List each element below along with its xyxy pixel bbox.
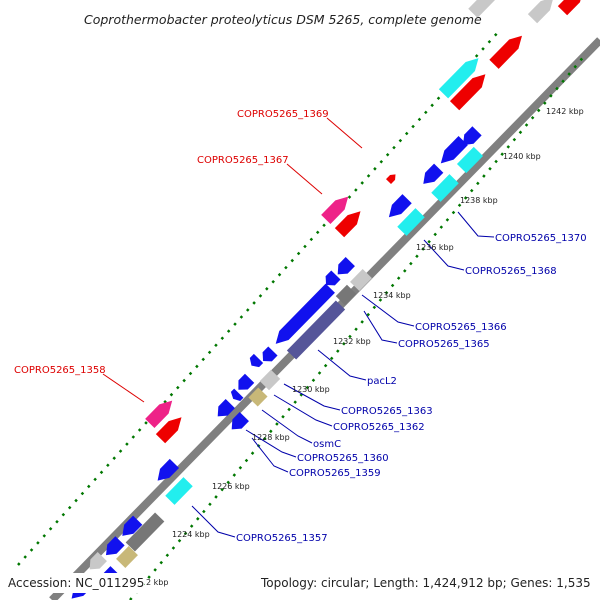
reverse-gene-arrow[interactable] bbox=[248, 387, 268, 407]
gene-label-copro5265-1358[interactable]: COPRO5265_1358 bbox=[14, 365, 106, 376]
gene-label-copro5265-1368[interactable]: COPRO5265_1368 bbox=[465, 266, 557, 277]
label-leader-line bbox=[326, 117, 363, 149]
kbp-tick-label: 1236 kbp bbox=[416, 243, 454, 252]
reverse-gene-arrow[interactable] bbox=[468, 0, 496, 18]
footer-backdrop-right bbox=[256, 573, 596, 593]
gene-label-copro5265-1366[interactable]: COPRO5265_1366 bbox=[415, 322, 507, 333]
label-leader-line bbox=[361, 294, 415, 327]
reverse-gene-arrow[interactable] bbox=[125, 512, 165, 552]
reverse-gene-arrow[interactable] bbox=[259, 369, 281, 391]
reverse-gene-arrow[interactable] bbox=[325, 270, 341, 286]
reverse-gene-arrow[interactable] bbox=[350, 269, 372, 291]
label-leader-line bbox=[191, 505, 236, 538]
reverse-gene-arrow[interactable] bbox=[230, 388, 244, 402]
forward-gene-arrow[interactable] bbox=[386, 174, 396, 185]
reverse-gene-arrow[interactable] bbox=[165, 477, 193, 505]
kbp-tick-label: 2 kbp bbox=[146, 578, 168, 587]
reverse-gene-arrow[interactable] bbox=[440, 136, 468, 164]
gene-label-copro5265-1369[interactable]: COPRO5265_1369 bbox=[237, 109, 329, 120]
kbp-tick-label: 1238 kbp bbox=[460, 196, 498, 205]
label-leader-line bbox=[273, 394, 333, 427]
reverse-gene-arrow[interactable] bbox=[275, 283, 335, 344]
reverse-gene-arrow[interactable] bbox=[456, 146, 484, 174]
reverse-gene-arrow[interactable] bbox=[157, 458, 180, 481]
forward-gene-arrow[interactable] bbox=[155, 417, 182, 444]
label-leader-line bbox=[261, 409, 313, 444]
kbp-tick-label: 1234 kbp bbox=[373, 291, 411, 300]
label-leader-line bbox=[245, 429, 297, 458]
reverse-gene-arrow[interactable] bbox=[286, 300, 346, 360]
gene-label-pacl2[interactable]: pacL2 bbox=[367, 376, 397, 387]
label-leader-line bbox=[283, 383, 341, 411]
forward-gene-arrow[interactable] bbox=[489, 35, 522, 69]
inner-dotted-track bbox=[129, 54, 586, 600]
reverse-gene-arrow[interactable] bbox=[262, 346, 278, 362]
outer-dotted-track bbox=[17, 29, 501, 566]
gene-label-copro5265-1367[interactable]: COPRO5265_1367 bbox=[197, 155, 289, 166]
forward-gene-arrow[interactable] bbox=[557, 0, 584, 16]
reverse-gene-arrow[interactable] bbox=[335, 284, 357, 306]
forward-gene-arrow[interactable] bbox=[321, 196, 349, 224]
label-leader-line bbox=[102, 373, 145, 403]
reverse-gene-arrow[interactable] bbox=[238, 373, 255, 390]
label-leader-line bbox=[457, 211, 495, 238]
gene-label-copro5265-1362[interactable]: COPRO5265_1362 bbox=[333, 422, 425, 433]
label-leader-line bbox=[317, 349, 367, 381]
forward-gene-arrow[interactable] bbox=[449, 74, 486, 111]
kbp-tick-label: 1240 kbp bbox=[503, 152, 541, 161]
reverse-gene-arrow[interactable] bbox=[423, 163, 444, 184]
reverse-gene-arrow[interactable] bbox=[397, 208, 425, 236]
reverse-gene-arrow[interactable] bbox=[431, 174, 459, 202]
reverse-gene-arrow[interactable] bbox=[249, 353, 264, 368]
kbp-tick-label: 1226 kbp bbox=[212, 482, 250, 491]
kbp-tick-label: 1242 kbp bbox=[546, 107, 584, 116]
forward-gene-arrow[interactable] bbox=[145, 400, 173, 428]
reverse-gene-arrow[interactable] bbox=[388, 194, 412, 218]
reverse-gene-arrow[interactable] bbox=[116, 546, 138, 568]
label-leader-line bbox=[251, 437, 289, 473]
kbp-tick-label: 1224 kbp bbox=[172, 530, 210, 539]
label-leader-line bbox=[363, 310, 398, 344]
kbp-tick-label: 1230 kbp bbox=[292, 385, 330, 394]
reverse-gene-arrow[interactable] bbox=[122, 515, 143, 536]
reverse-gene-arrow[interactable] bbox=[231, 412, 249, 430]
gene-label-copro5265-1370[interactable]: COPRO5265_1370 bbox=[495, 233, 587, 244]
forward-gene-arrow[interactable] bbox=[527, 0, 554, 24]
forward-gene-arrow[interactable] bbox=[334, 211, 361, 238]
label-leader-line bbox=[423, 239, 465, 271]
kbp-tick-label: 1232 kbp bbox=[333, 337, 371, 346]
reverse-gene-arrow[interactable] bbox=[89, 552, 107, 570]
genome-summary-text: Topology: circular; Length: 1,424,912 bp… bbox=[260, 576, 591, 590]
accession-text: Accession: NC_011295 bbox=[8, 576, 144, 590]
map-title: Coprothermobacter proteolyticus DSM 5265… bbox=[84, 12, 482, 27]
gene-label-copro5265-1363[interactable]: COPRO5265_1363 bbox=[341, 406, 433, 417]
forward-gene-arrow[interactable] bbox=[438, 58, 479, 99]
gene-label-copro5265-1365[interactable]: COPRO5265_1365 bbox=[398, 339, 490, 350]
kbp-tick-label: 1228 kbp bbox=[252, 433, 290, 442]
gene-label-copro5265-1360[interactable]: COPRO5265_1360 bbox=[297, 453, 389, 464]
gene-label-copro5265-1359[interactable]: COPRO5265_1359 bbox=[289, 468, 381, 479]
gene-label-osmc[interactable]: osmC bbox=[313, 439, 341, 450]
reverse-gene-arrow[interactable] bbox=[463, 126, 482, 146]
label-leader-line bbox=[286, 163, 323, 195]
gene-label-copro5265-1357[interactable]: COPRO5265_1357 bbox=[236, 533, 328, 544]
reverse-gene-arrow[interactable] bbox=[106, 536, 125, 556]
reverse-gene-arrow[interactable] bbox=[217, 399, 235, 417]
reverse-gene-arrow[interactable] bbox=[337, 257, 355, 275]
footer-backdrop-left bbox=[4, 573, 144, 593]
